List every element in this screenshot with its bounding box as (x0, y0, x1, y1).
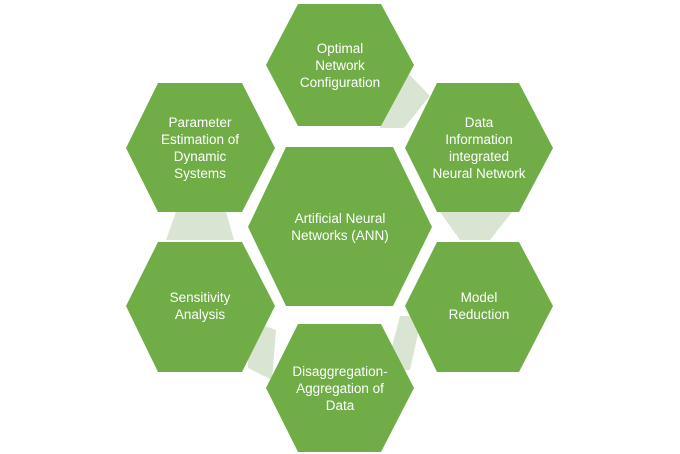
hexagon-upper-left (126, 83, 275, 212)
hexagon-bottom (266, 324, 414, 452)
node-label-optimal-network-configuration: Optimal Network Configuration (299, 40, 381, 90)
connector-lower-left-to-upper-left (166, 212, 234, 240)
hexagon-upper-right (405, 83, 553, 212)
hexagon-top (266, 4, 414, 126)
node-label-disaggregation-aggregation: Disaggregation- Aggregation of Data (292, 363, 388, 413)
center-label: Artificial Neural Networks (ANN) (291, 211, 389, 243)
hexagon-center (248, 147, 432, 306)
node-label-sensitivity-analysis: Sensitivity Analysis (169, 290, 231, 322)
node-label-parameter-estimation: Parameter Estimation of Dynamic Systems (160, 115, 240, 181)
hexagon-lower-right (405, 242, 553, 372)
connector-top-to-upper-right (380, 72, 430, 128)
hexagon-lower-left (126, 242, 275, 372)
node-label-model-reduction: Model Reduction (448, 290, 510, 322)
node-label-data-information-integrated: Data Information integrated Neural Netwo… (432, 115, 526, 181)
connector-upper-right-to-lower-right (440, 212, 512, 240)
